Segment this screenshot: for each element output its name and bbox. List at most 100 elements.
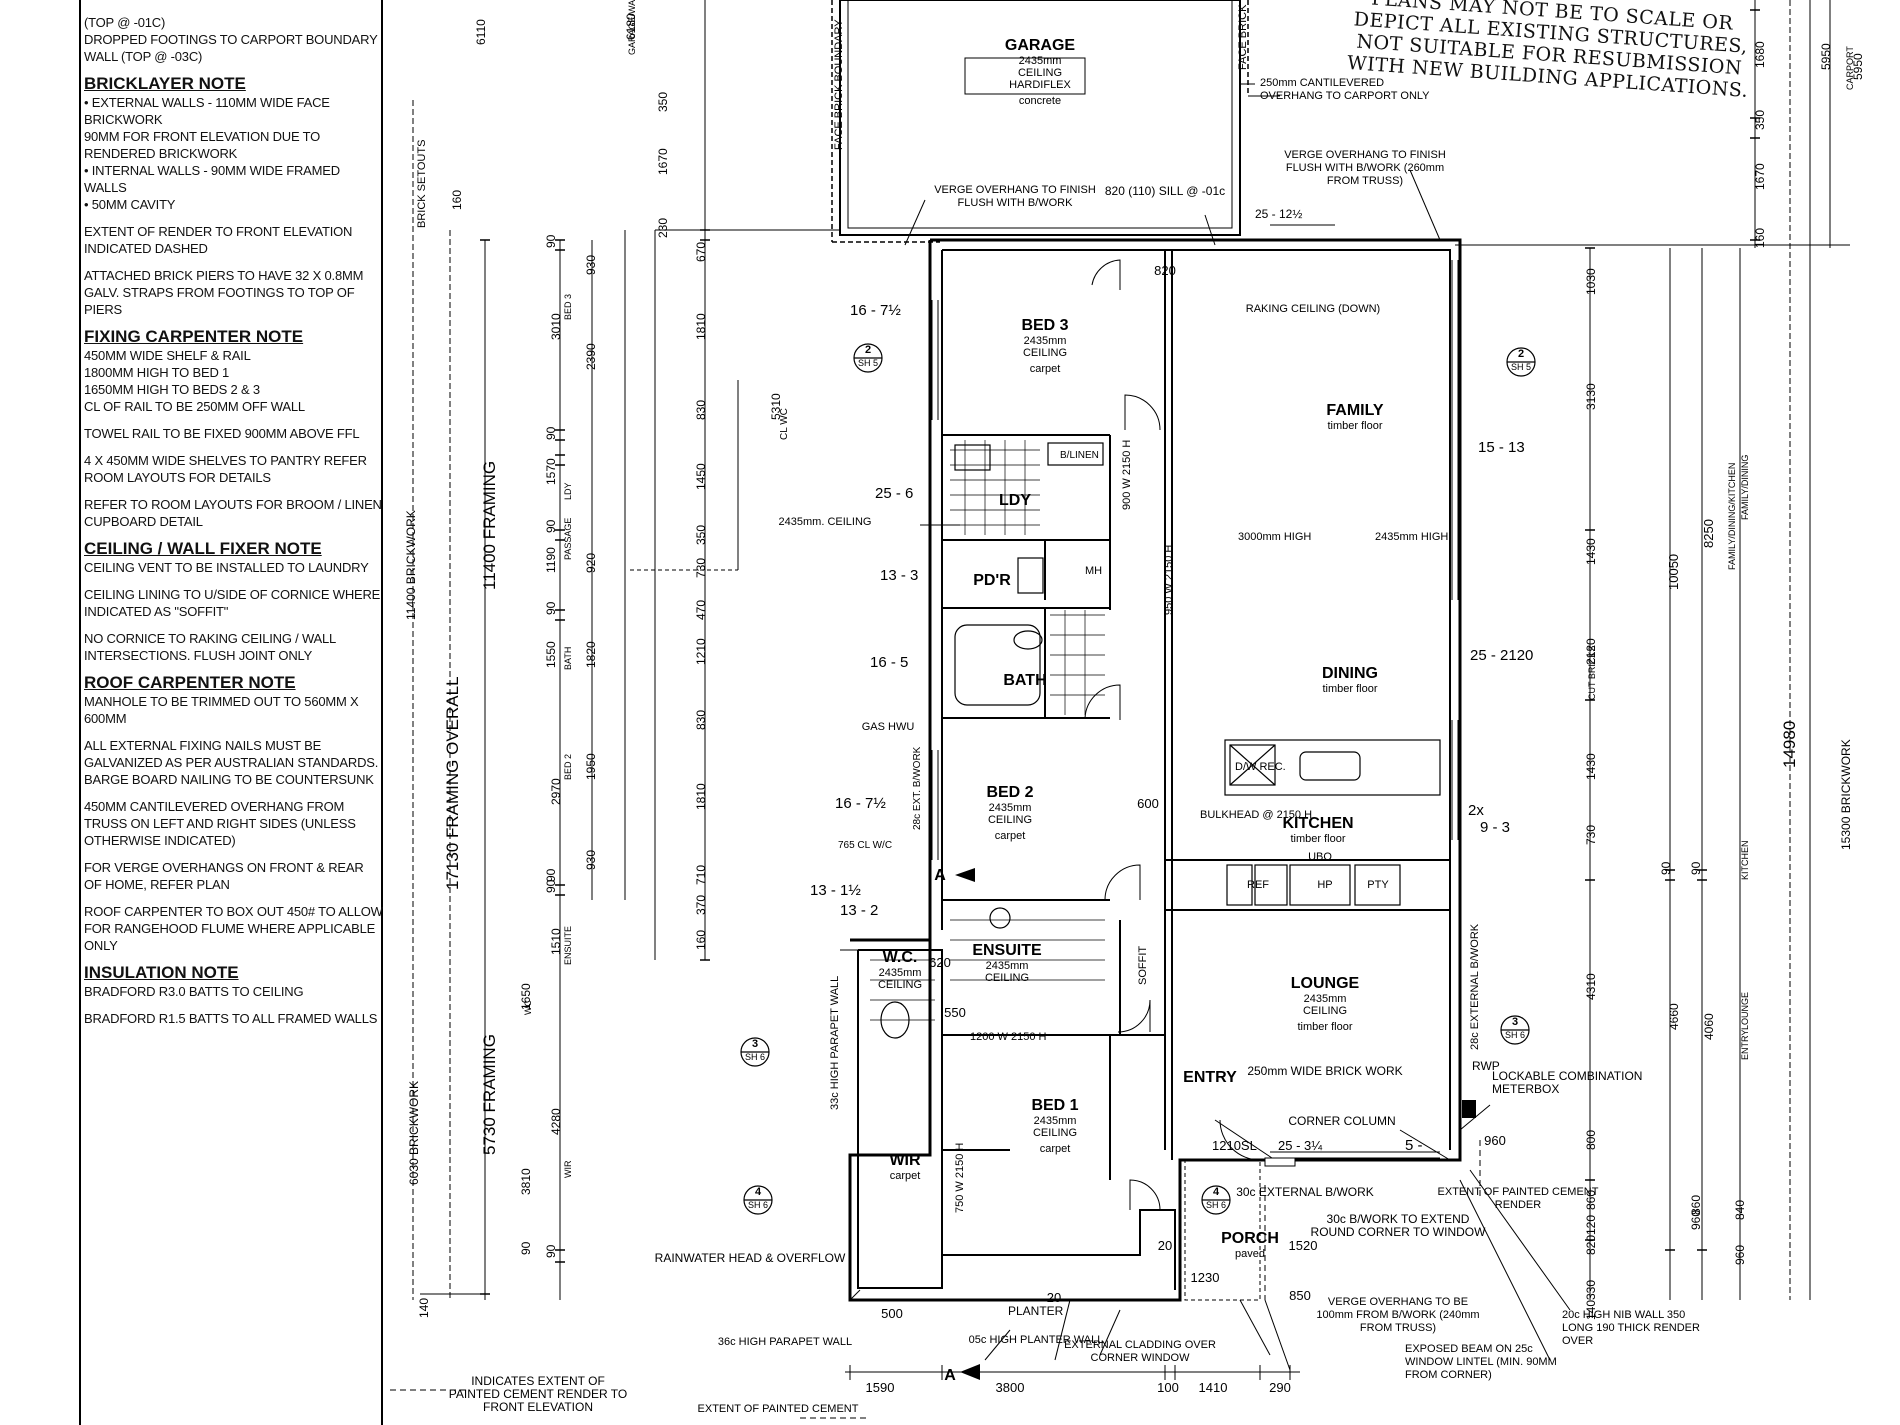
note-intro: (TOP @ -01c) DROPPED FOOTINGS TO CARPORT… xyxy=(84,15,378,64)
dimension-value: 1570 xyxy=(544,458,558,485)
plan-note: ENTRY xyxy=(1740,1030,1750,1060)
note-item: 450mm CANTILEVERED OVERHANG FROM TRUSS O… xyxy=(84,799,356,848)
room-floor-lounge: timber floor xyxy=(1297,1021,1352,1033)
room-name-wc: W.C. xyxy=(883,949,918,966)
room-size-label: 13 - 3 xyxy=(880,567,918,584)
dimension-value: 230 xyxy=(656,218,670,238)
section-marker-sheet: SH 5 xyxy=(1511,362,1531,372)
dimension-value: 20 xyxy=(1047,1290,1061,1305)
dimension-ticks-left xyxy=(480,229,710,1295)
plan-note: BATH xyxy=(563,647,573,670)
dimension-value: 730 xyxy=(1584,825,1598,845)
note-heading: ROOF CARPENTER NOTE xyxy=(84,673,296,692)
room-name-bed1: BED 1 xyxy=(1031,1097,1078,1114)
plan-note: 15300 BRICKWORK xyxy=(1839,739,1853,850)
dimension-value: 90 xyxy=(544,601,558,615)
dimension-value: 960 xyxy=(1733,1245,1747,1265)
meterbox-symbol xyxy=(1462,1100,1476,1118)
dimension-value: 90 xyxy=(544,868,558,882)
room-size-label: 13 - 1½ xyxy=(810,882,861,899)
dimension-value: 370 xyxy=(694,895,708,915)
dimension-value: 830 xyxy=(694,710,708,730)
section-marker-sheet: SH 6 xyxy=(1505,1030,1525,1040)
dimension-value: 1410 xyxy=(1199,1380,1228,1395)
dimension-value: 670 xyxy=(694,242,708,262)
dimension-value: 3810 xyxy=(519,1168,533,1195)
plan-note: 1200 W 2150 H xyxy=(970,1031,1046,1043)
dimension-value: 620 xyxy=(929,955,951,970)
plan-note: FACE BRICK xyxy=(1237,4,1249,70)
room-floor-bed1: carpet xyxy=(1040,1143,1071,1155)
leader-lines xyxy=(840,83,1571,1371)
plan-note: REF xyxy=(1247,879,1269,891)
dimension-value: 6180 xyxy=(624,13,638,40)
dimension-value: 850 xyxy=(1289,1288,1311,1303)
note-item: BRADFORD R3.0 BATTS TO CEILING xyxy=(84,984,304,999)
dimension-lines-bottom xyxy=(845,1365,1300,1380)
room-name-bed2: BED 2 xyxy=(986,784,1033,801)
garage-walls xyxy=(831,0,1280,243)
section-arrow xyxy=(960,1364,980,1380)
plan-note: KITCHEN xyxy=(1740,840,1750,880)
plan-note: SOFFIT xyxy=(1137,946,1149,985)
plan-note: BRICK SETOUTS xyxy=(416,140,428,228)
dimension-value: 1210 xyxy=(694,638,708,665)
dimension-value: 5310 xyxy=(769,393,783,420)
room-name-bed3: BED 3 xyxy=(1021,317,1068,334)
dimension-value: 1510 xyxy=(549,928,563,955)
dimension-value: 350 xyxy=(656,92,670,112)
windows xyxy=(931,260,1459,1159)
plan-note: GARAGE/WALL xyxy=(627,0,637,55)
plan-note: 5950 xyxy=(1851,53,1865,80)
plan-note: 28c EXTERNAL B/WORK xyxy=(1469,923,1481,1050)
note-item: MANHOLE TO BE TRIMMED OUT TO 560mm x 600… xyxy=(84,694,359,726)
dimension-value: 160 xyxy=(694,930,708,950)
dimension-value: 730 xyxy=(694,558,708,578)
plan-note: GAS HWU xyxy=(862,721,915,733)
dimension-value: 1450 xyxy=(694,463,708,490)
note-item: NO CORNICE TO RAKING CEILING / WALL INTE… xyxy=(84,631,336,663)
note-item: EXTENT OF RENDER TO FRONT ELEVATION INDI… xyxy=(84,224,353,256)
dimension-value: 1950 xyxy=(584,753,598,780)
dimension-value: 930 xyxy=(584,850,598,870)
dimension-value: 1590 xyxy=(866,1380,895,1395)
note-item: TOWEL RAIL TO BE FIXED 900mm ABOVE FFL xyxy=(84,426,360,441)
notes-panel: (TOP @ -01c) DROPPED FOOTINGS TO CARPORT… xyxy=(84,14,384,1037)
note-heading: CEILING / WALL FIXER NOTE xyxy=(84,539,322,558)
dimension-value: 330 xyxy=(1584,1280,1598,1300)
room-floor-bed2: carpet xyxy=(995,830,1026,842)
note-heading: FIXING CARPENTER NOTE xyxy=(84,327,304,346)
room-size-label: 25 - 2120 xyxy=(1470,647,1533,664)
plan-note: 765 CL W/C xyxy=(838,840,892,851)
wet-area-hatching xyxy=(870,440,1105,1021)
dimension-value: 960 xyxy=(1689,1210,1703,1230)
plan-note: 8250 xyxy=(1701,519,1716,548)
room-size-label: 13 - 2 xyxy=(840,902,878,919)
plan-note: 750 W 2150 H xyxy=(954,1143,966,1213)
plan-note: ENSUITE xyxy=(563,926,573,965)
dimension-value: 140 xyxy=(1584,1300,1598,1320)
dimension-value: 1680 xyxy=(1753,41,1767,68)
plan-note: LDY xyxy=(563,482,573,500)
dimension-value: 930 xyxy=(584,255,598,275)
plan-note: WIR xyxy=(563,1160,573,1178)
dimension-value: 800 xyxy=(1584,1130,1598,1150)
dimension-value: 1550 xyxy=(544,641,558,668)
section-marker-sheet: SH 6 xyxy=(748,1200,768,1210)
plan-note: 4060 xyxy=(1702,1013,1716,1040)
dimension-value: 1030 xyxy=(1584,268,1598,295)
dimension-value: 1670 xyxy=(656,148,670,175)
plan-note: WC xyxy=(523,1000,533,1015)
dimension-value: 960 xyxy=(1484,1133,1506,1148)
dimension-value: 1650 xyxy=(519,983,533,1010)
room-name-wir: WIR xyxy=(889,1152,921,1169)
plan-note: LOUNGE xyxy=(1740,992,1750,1030)
dimension-value: 2390 xyxy=(584,343,598,370)
room-size-label: 9 - 3 xyxy=(1480,819,1510,836)
plan-note: 5730 FRAMING xyxy=(480,1034,499,1155)
